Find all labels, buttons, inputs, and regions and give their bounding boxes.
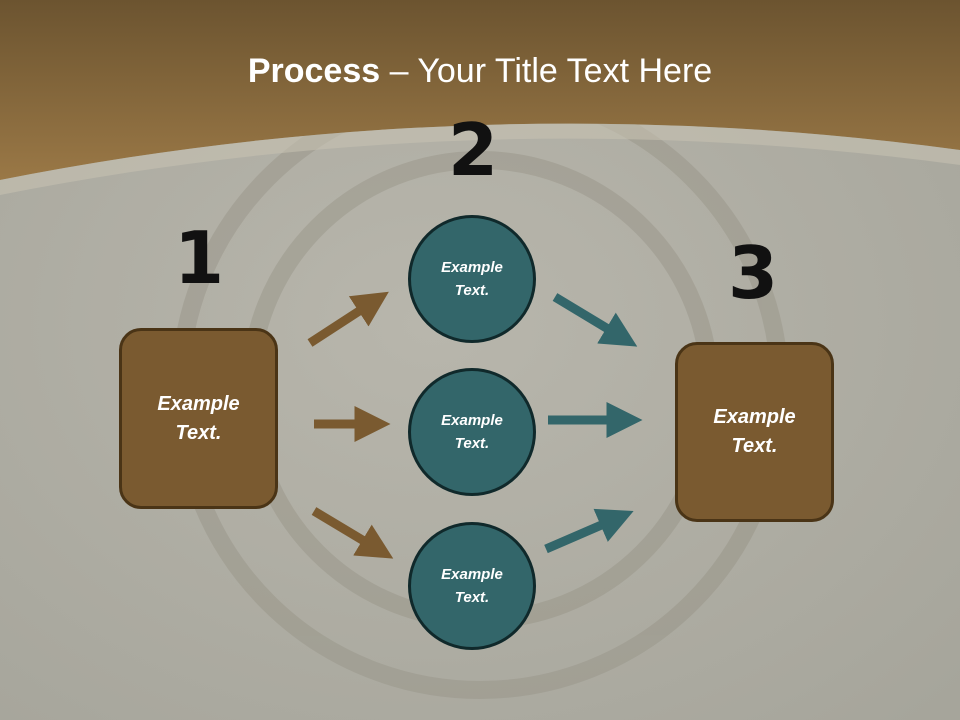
step-3-number: 3: [727, 231, 779, 315]
arrow-2-top-to-3: [552, 293, 638, 347]
slide-title: Process – Your Title Text Here: [0, 52, 960, 91]
title-rest: – Your Title Text Here: [380, 52, 713, 90]
step-1-number: 1: [173, 216, 225, 300]
step-3-box: Example Text.: [675, 342, 834, 522]
step-2-circle-bottom: Example Text.: [408, 522, 536, 650]
step-2-circle-middle: Example Text.: [408, 368, 536, 496]
step-2-middle-label: Example Text.: [441, 411, 503, 452]
arrow-1-to-2-bottom: [311, 507, 394, 559]
step-1-label: Example Text.: [157, 392, 240, 444]
step-3-label: Example Text.: [713, 406, 796, 457]
step-1-box: Example Text.: [119, 328, 278, 509]
arrow-2-bottom-to-3: [544, 508, 634, 554]
step-2-circle-top: Example Text.: [408, 215, 536, 343]
arrow-1-to-2-top: [307, 291, 389, 347]
step-2-bottom-label: Example Text.: [441, 565, 503, 606]
step-2-number: 2: [447, 108, 499, 192]
step-2-top-label: Example Text.: [441, 258, 503, 299]
title-bold: Process: [247, 52, 381, 90]
